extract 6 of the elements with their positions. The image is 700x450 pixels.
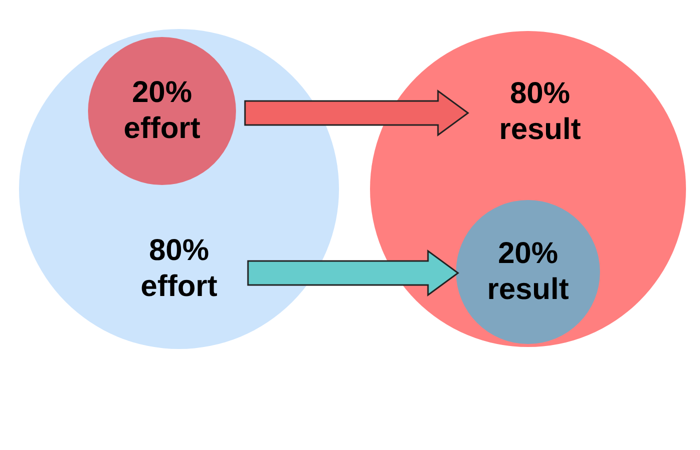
- percentage-label: 80% result: [498, 76, 582, 148]
- percentage-label: 80% effort: [140, 233, 218, 305]
- percentage-label: 20% result: [486, 236, 570, 308]
- block-arrow: [244, 90, 470, 136]
- percentage-label: 20% effort: [122, 75, 202, 147]
- block-arrow: [247, 250, 460, 296]
